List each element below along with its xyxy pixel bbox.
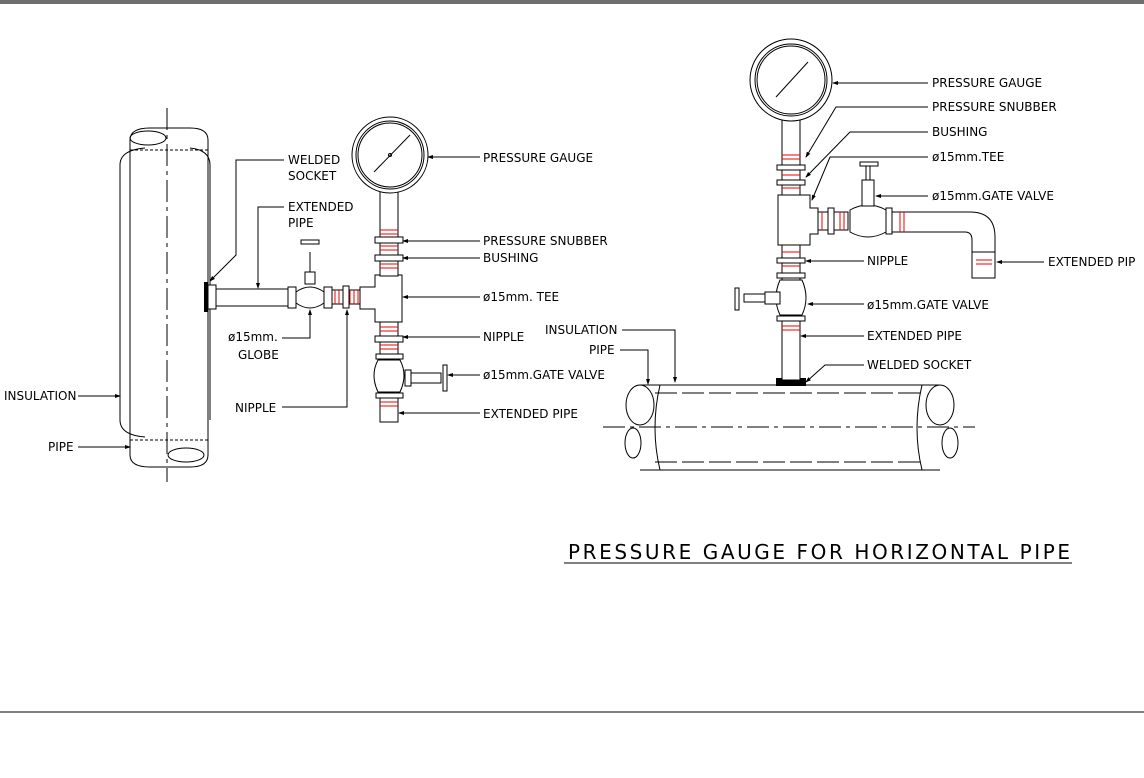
right-pressure-gauge: [749, 38, 833, 122]
left-leaders: [78, 155, 480, 449]
label-pipe: PIPE: [288, 216, 314, 230]
label-welded: WELDED: [288, 153, 340, 167]
label-socket: SOCKET: [288, 169, 337, 183]
label-nipple: NIPPLE: [483, 330, 524, 344]
label-pressure-snubber-r: PRESSURE SNUBBER: [932, 100, 1057, 114]
label-nipple-left: NIPPLE: [235, 401, 276, 415]
label-tee: ø15mm. TEE: [483, 290, 559, 304]
label-extended-pipe-r: EXTENDED PIPE: [867, 329, 962, 343]
label-bushing: BUSHING: [483, 251, 538, 265]
label-gate-valve-top: ø15mm.GATE VALVE: [932, 189, 1054, 203]
left-pressure-gauge: [351, 116, 429, 194]
label-pipe-r: PIPE: [589, 343, 615, 357]
label-pressure-gauge: PRESSURE GAUGE: [483, 151, 593, 165]
right-labels: PRESSURE GAUGE PRESSURE SNUBBER BUSHING …: [545, 76, 1135, 372]
label-welded-socket-r: WELDED SOCKET: [867, 358, 972, 372]
horizontal-pipe: [603, 384, 975, 471]
label-globe: GLOBE: [238, 348, 279, 362]
right-assembly: [734, 117, 996, 386]
label-globe-size: ø15mm.: [228, 330, 278, 344]
label-gate-valve: ø15mm.GATE VALVE: [483, 368, 605, 382]
label-extended: EXTENDED: [288, 200, 354, 214]
label-insulation: INSULATION: [4, 389, 76, 403]
label-pressure-gauge-r: PRESSURE GAUGE: [932, 76, 1042, 90]
label-bushing-r: BUSHING: [932, 125, 987, 139]
label-extended-pipe-side: EXTENDED PIP: [1048, 255, 1135, 269]
label-pipe-main: PIPE: [48, 440, 74, 454]
label-insulation-r: INSULATION: [545, 323, 617, 337]
label-pressure-snubber: PRESSURE SNUBBER: [483, 234, 608, 248]
left-labels: WELDED SOCKET EXTENDED PIPE PRESSURE GAU…: [4, 151, 608, 454]
vertical-pipe: [119, 108, 211, 482]
drawing-title: PRESSURE GAUGE FOR HORIZONTAL PIPE: [568, 540, 1072, 564]
label-tee-r: ø15mm.TEE: [932, 150, 1004, 164]
right-leaders: [620, 81, 1044, 385]
label-extended-pipe: EXTENDED PIPE: [483, 407, 578, 421]
label-nipple-r: NIPPLE: [867, 254, 908, 268]
top-border: [0, 0, 1144, 4]
left-assembly: [204, 189, 448, 423]
label-gate-valve-bottom: ø15mm.GATE VALVE: [867, 298, 989, 312]
